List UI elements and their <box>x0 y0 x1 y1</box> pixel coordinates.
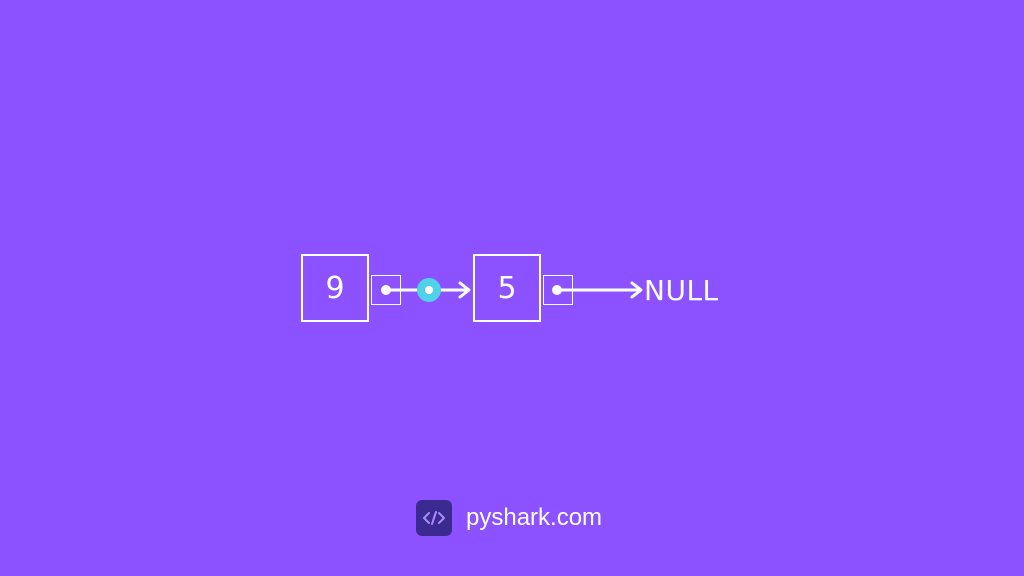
null-terminal-label: NULL <box>644 274 719 307</box>
node-1-value-box: 9 <box>301 254 369 322</box>
arrow-head-2 <box>630 281 643 299</box>
brand-name: pyshark.com <box>466 504 603 531</box>
next-pointer-arrow-2 <box>552 281 643 299</box>
arrow-head-1 <box>458 281 471 299</box>
node-2-value-box: 5 <box>473 254 541 322</box>
code-brackets-icon <box>416 500 452 536</box>
cursor-indicator-icon <box>417 278 441 302</box>
footer-brand[interactable]: pyshark.com <box>416 499 602 537</box>
